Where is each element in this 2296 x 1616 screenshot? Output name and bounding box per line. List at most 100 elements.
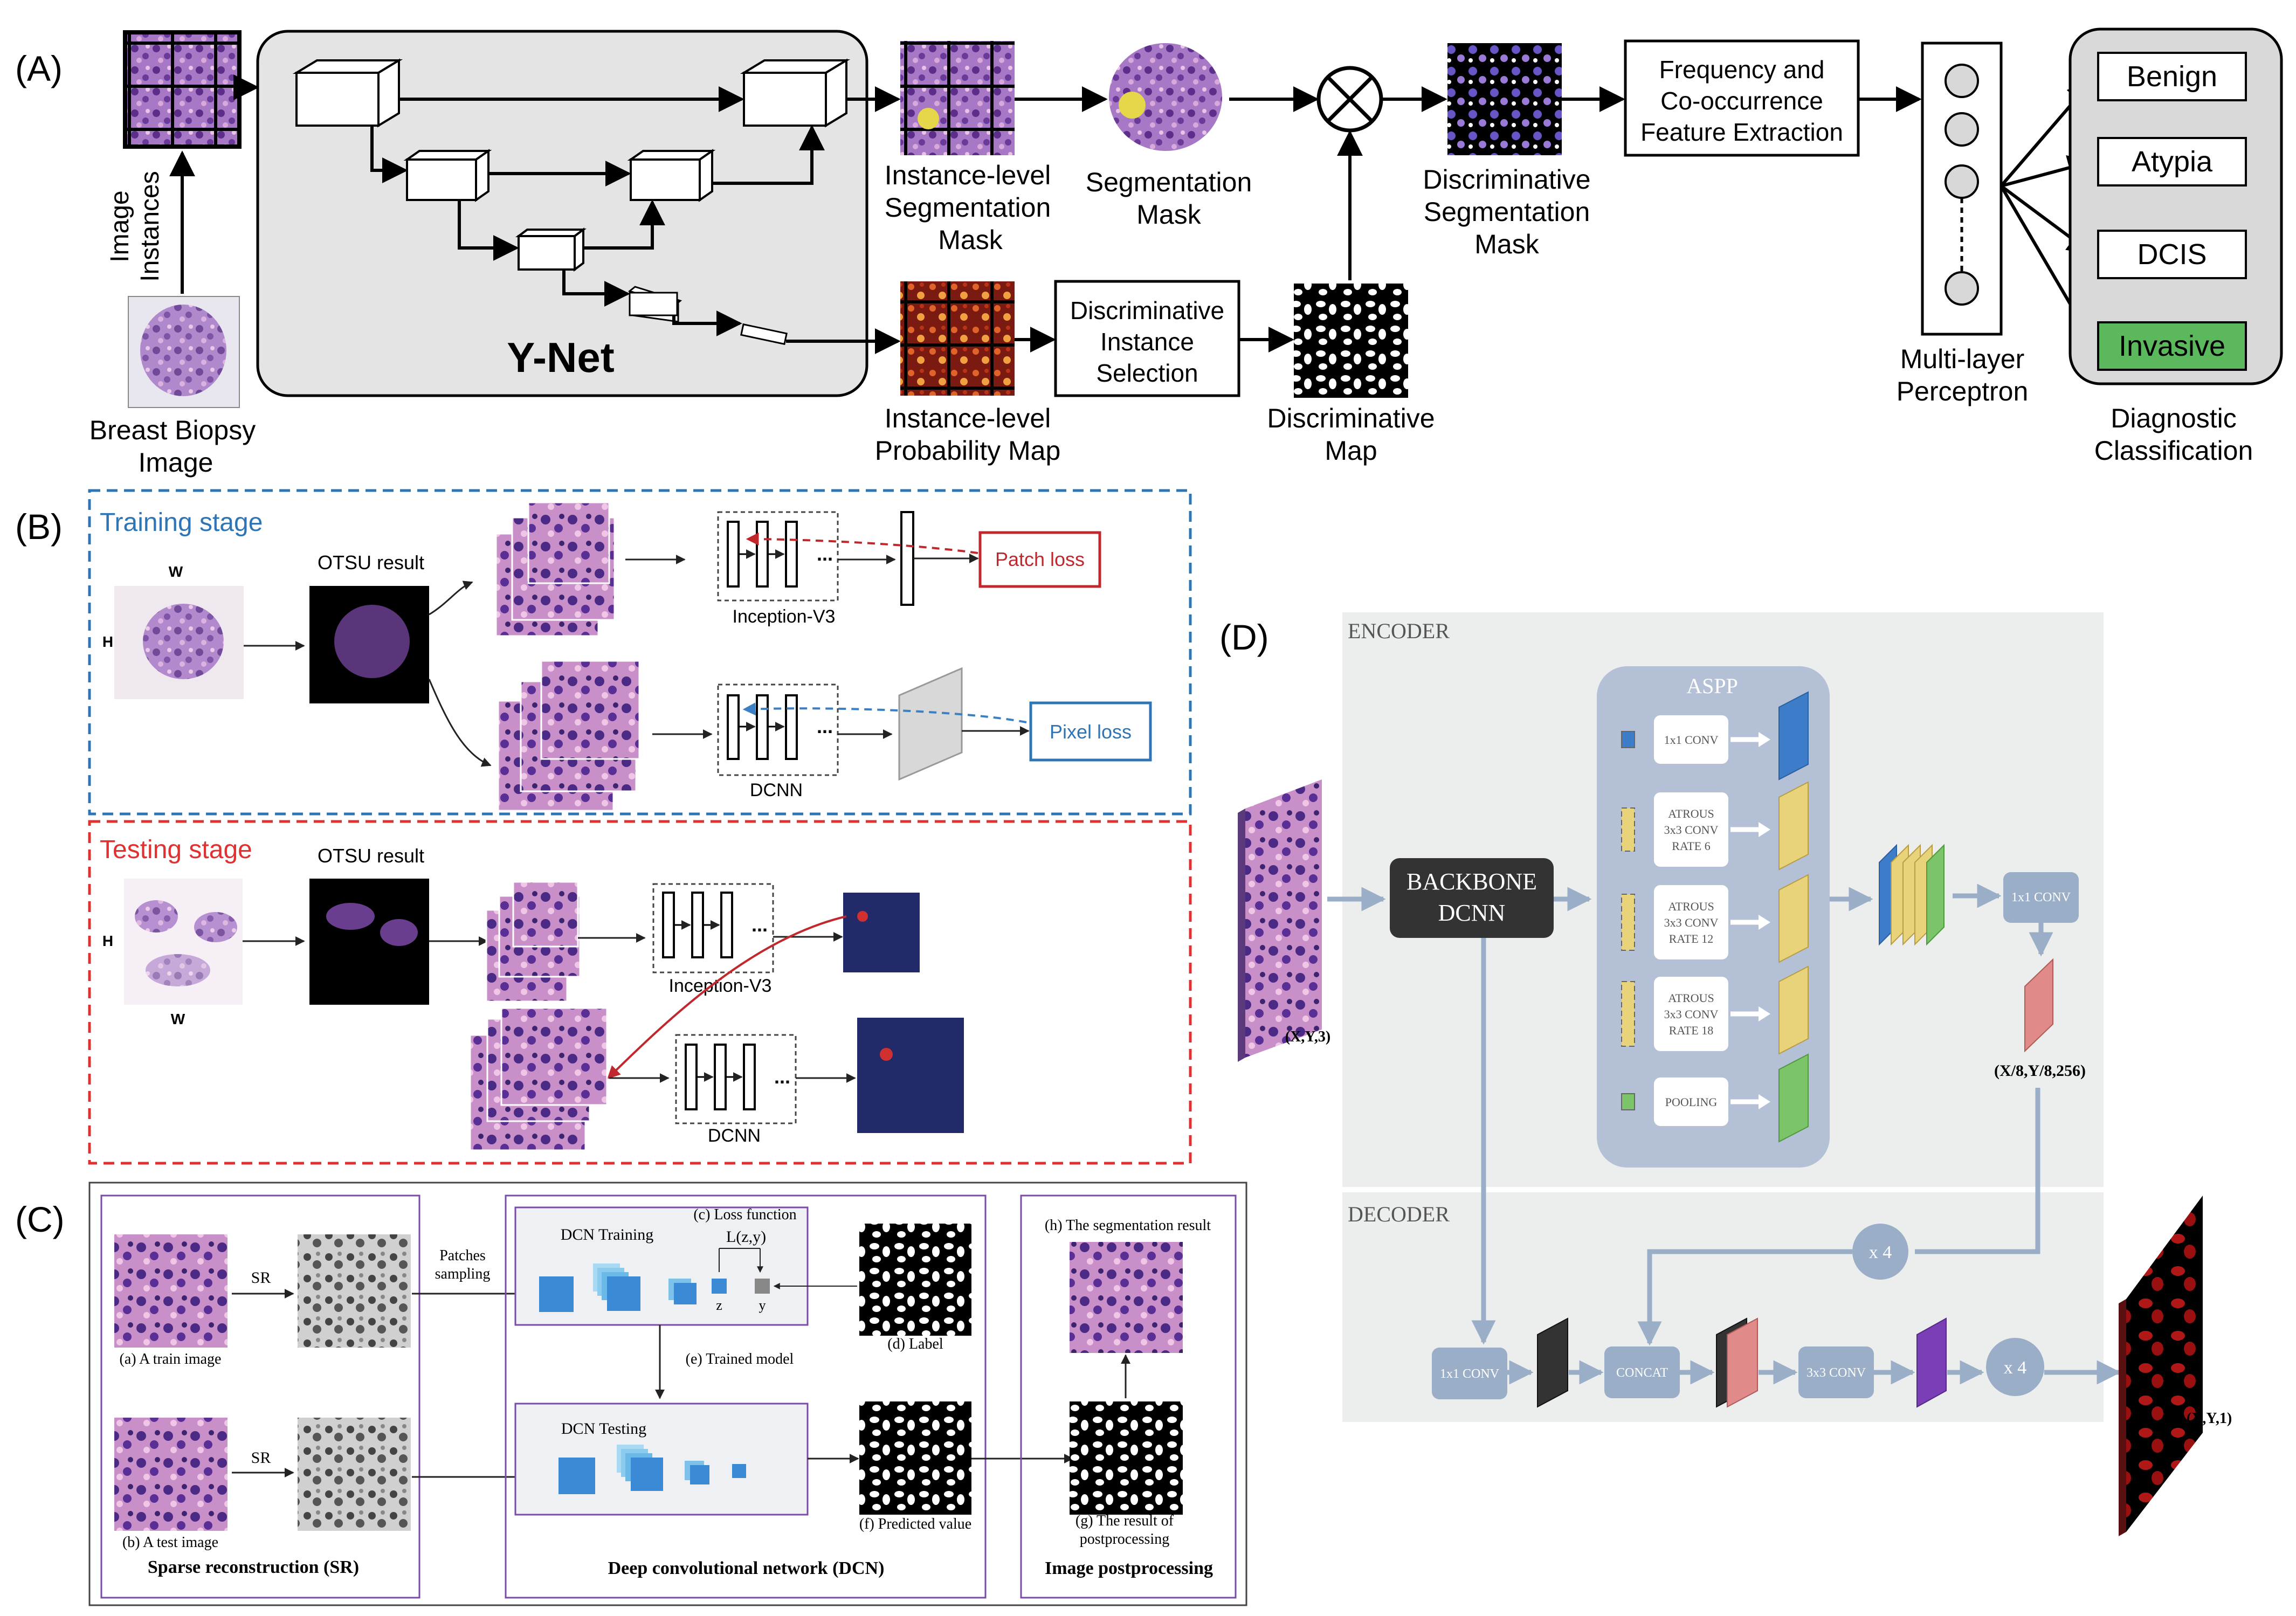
disc-seg-mask-label-1: Discriminative xyxy=(1423,164,1590,195)
test-image-thumb xyxy=(114,1418,227,1531)
testing-stage-title: Testing stage xyxy=(100,835,252,864)
instance-seg-mask-label-2: Segmentation xyxy=(885,192,1051,223)
disc-sel-label-3: Selection xyxy=(1096,359,1198,387)
class-atypia: Atypia xyxy=(2097,137,2247,187)
sr-section-title: Sparse reconstruction (SR) xyxy=(148,1557,359,1577)
svg-text:1x1 CONV: 1x1 CONV xyxy=(2011,890,2071,904)
svg-text:Invasive: Invasive xyxy=(2119,330,2225,362)
encoder-output-feature xyxy=(2024,958,2053,1053)
training-stage-box xyxy=(88,489,1192,816)
svg-text:CONCAT: CONCAT xyxy=(1616,1366,1668,1380)
ynet-encoder-cube-3 xyxy=(515,227,587,272)
instance-seg-mask-thumb xyxy=(900,41,1015,155)
multiply-operator xyxy=(1316,66,1383,133)
patch-loss-box: Patch loss xyxy=(978,531,1101,588)
panel-d: (D) ENCODER DECODER (X,Y,3) BACKBONE DCN… xyxy=(1219,612,2232,1536)
image-instances-thumb xyxy=(123,30,242,149)
diagnostic-box xyxy=(2069,27,2283,385)
encoder-1x1-conv: 1x1 CONV xyxy=(2003,872,2079,923)
dcn-section-title: Deep convolutional network (DCN) xyxy=(608,1558,885,1578)
testing-dcnn-net: ... xyxy=(675,1034,797,1124)
testing-dcnn-label: DCNN xyxy=(708,1125,761,1146)
output-dims-label: (X,Y,1) xyxy=(2187,1410,2232,1427)
ynet-encoder-cube-2 xyxy=(403,149,492,202)
postproc-thumb xyxy=(1070,1401,1183,1515)
svg-text:x 4: x 4 xyxy=(2004,1358,2027,1378)
label-thumb xyxy=(859,1224,971,1336)
aspp-op-text: RATE 12 xyxy=(1669,932,1714,945)
z-label: z xyxy=(716,1297,722,1313)
pixel-loss-box: Pixel loss xyxy=(1029,701,1152,762)
sr-test-thumb xyxy=(298,1418,411,1531)
mlp-label-1: Multi-layer xyxy=(1900,344,2025,374)
sr-label-top: SR xyxy=(251,1269,271,1287)
svg-text:...: ... xyxy=(751,914,768,936)
aspp-feature-map xyxy=(1778,1053,1809,1143)
ynet-box xyxy=(256,30,868,397)
decoder-3x3-conv: 3x3 CONV xyxy=(1798,1346,1874,1398)
concat-feature xyxy=(1716,1317,1758,1408)
test-image-caption: (b) A test image xyxy=(122,1534,218,1551)
svg-text:Patch loss: Patch loss xyxy=(995,548,1085,570)
svg-text:DCIS: DCIS xyxy=(2137,238,2207,271)
mlp-label-2: Perceptron xyxy=(1897,376,2029,406)
panel-a-label: (A) xyxy=(15,49,63,88)
aspp-feature-map xyxy=(1778,965,1809,1055)
dcn-training-label: DCN Training xyxy=(561,1226,654,1244)
disc-seg-mask-label-3: Mask xyxy=(1474,229,1539,259)
aspp-branch-1: 1x1 CONV xyxy=(1621,691,1809,781)
freq-cooc-label-2: Co-occurrence xyxy=(1660,87,1823,115)
panel-c-frame xyxy=(88,1182,1247,1606)
training-patch-stack-large xyxy=(497,660,640,812)
trained-model-label: (e) Trained model xyxy=(686,1351,794,1368)
training-patch-stack-small xyxy=(495,501,616,637)
aspp-op-text: ATROUS xyxy=(1668,900,1714,913)
postproc-section-box xyxy=(1020,1194,1237,1599)
upsample-x4-2: x 4 xyxy=(1986,1338,2044,1396)
disc-sel-label-2: Instance xyxy=(1100,328,1194,356)
ynet-decoder-cube-1 xyxy=(740,58,851,128)
instance-prob-map-thumb xyxy=(900,281,1015,396)
aspp-feature-map xyxy=(1778,691,1809,781)
postproc-caption-2: postprocessing xyxy=(1080,1531,1169,1548)
aspp-concat-stack xyxy=(1879,844,1945,946)
aspp-branch-5: POOLING xyxy=(1621,1053,1809,1143)
dcn-testing-label: DCN Testing xyxy=(561,1420,646,1438)
testing-w-label: W xyxy=(171,1011,185,1027)
class-benign: Benign xyxy=(2097,52,2247,101)
freq-cooc-label-3: Feature Extraction xyxy=(1640,118,1843,146)
testing-patch-stack-large xyxy=(469,1007,608,1151)
svg-text:...: ... xyxy=(774,1066,790,1088)
training-w-label: W xyxy=(169,563,183,580)
panel-d-label: (D) xyxy=(1219,617,1269,657)
aspp-op-text: POOLING xyxy=(1665,1095,1718,1109)
panel-c-label: (C) xyxy=(15,1199,65,1239)
output-mask xyxy=(2119,1196,2203,1536)
ynet-encoder-cube-1 xyxy=(292,58,403,128)
input-dims-label: (X,Y,3) xyxy=(1285,1028,1331,1045)
train-image-caption: (a) A train image xyxy=(120,1351,222,1368)
instance-seg-mask-label-3: Mask xyxy=(938,225,1003,255)
sr-section-box xyxy=(100,1194,420,1599)
discriminative-seg-mask-thumb xyxy=(1447,43,1562,155)
svg-text:...: ... xyxy=(817,715,833,737)
svg-text:x 4: x 4 xyxy=(1869,1242,1892,1262)
loss-expr-label: L(z,y) xyxy=(726,1228,766,1246)
disc-seg-mask-label-2: Segmentation xyxy=(1424,197,1590,227)
backbone-dcnn: BACKBONE DCNN xyxy=(1390,858,1554,938)
loss-function-label: (c) Loss function xyxy=(693,1206,796,1223)
disc-sel-label-1: Discriminative xyxy=(1070,296,1224,324)
svg-text:Image: Image xyxy=(106,190,134,262)
mid-dims-label: (X/8,Y/8,256) xyxy=(1994,1062,2086,1080)
freq-cooc-box xyxy=(1624,39,1860,157)
decoder-conv-feature xyxy=(1916,1317,1947,1408)
testing-heatmap-1 xyxy=(843,893,920,972)
aspp-op-text: ATROUS xyxy=(1668,807,1714,820)
svg-text:Atypia: Atypia xyxy=(2132,146,2213,178)
aspp-op-text: RATE 18 xyxy=(1669,1024,1714,1037)
upsample-x4-1: x 4 xyxy=(1852,1224,1908,1280)
training-inception-net: ... xyxy=(717,511,839,602)
input-image xyxy=(1238,779,1322,1062)
